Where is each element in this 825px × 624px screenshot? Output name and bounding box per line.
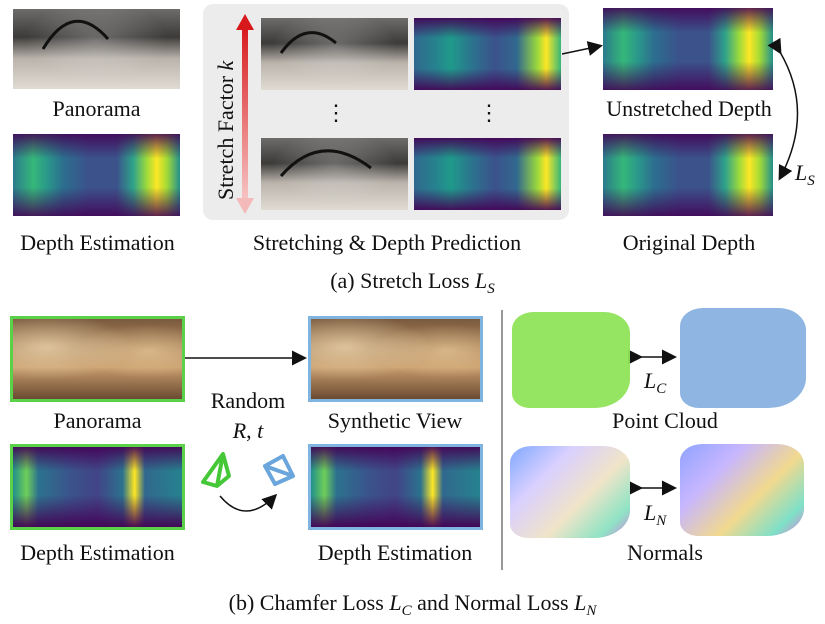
random-rt-label: R, t <box>198 418 298 444</box>
stretch-factor-label: Stretch Factor k <box>213 61 239 200</box>
vertical-dots-right: ⋮ <box>478 100 500 125</box>
caption-a: (a) Stretch Loss LS <box>0 268 825 298</box>
synthetic-view-label: Synthetic View <box>327 408 463 433</box>
blue-point-cloud <box>680 308 806 408</box>
bottom-depth-left-image <box>10 444 185 530</box>
blue-camera-icon <box>263 454 295 486</box>
caption-a-symbol: L <box>475 268 488 293</box>
stretch-loss-sub: S <box>807 173 815 189</box>
synthetic-view-image <box>308 316 483 402</box>
top-depth-estimation-image <box>13 134 180 216</box>
caption-b: (b) Chamfer Loss LC and Normal Loss LN <box>0 590 825 620</box>
bottom-panorama-label: Panorama <box>53 408 142 433</box>
caption-b-ln-sub: N <box>586 603 597 619</box>
ln-l: L <box>644 500 657 525</box>
stretching-caption: Stretching & Depth Prediction <box>252 230 522 255</box>
point-cloud-label: Point Cloud <box>612 408 718 433</box>
caption-b-text-2: and Normal Loss <box>411 590 575 615</box>
top-panorama-image <box>13 9 180 89</box>
chamfer-loss-symbol: LC <box>644 368 666 398</box>
random-label: Random <box>210 388 286 413</box>
caption-b-ln: L <box>574 590 587 615</box>
green-camera-icon <box>201 452 231 488</box>
top-depth-estimation-label: Depth Estimation <box>20 230 175 255</box>
stretch-factor-arrow <box>236 14 254 214</box>
rt-comma: , <box>246 418 258 443</box>
normals-right <box>680 444 804 536</box>
top-panorama-arc <box>41 19 110 50</box>
stretch-loss-l: L <box>795 160 808 185</box>
stretched-depth-bottom <box>414 138 561 210</box>
bottom-depth-left-label: Depth Estimation <box>20 540 175 565</box>
bottom-depth-right-image <box>308 444 483 530</box>
ln-sub: N <box>656 513 667 529</box>
bottom-panorama-image <box>10 316 185 402</box>
green-point-cloud <box>512 312 630 408</box>
camera-transform-icons <box>201 452 295 512</box>
stretched-panorama-bottom <box>261 138 408 210</box>
bottom-depth-right-label: Depth Estimation <box>317 540 473 565</box>
vertical-dots-left: ⋮ <box>325 100 347 125</box>
original-depth-image <box>603 134 773 216</box>
top-panorama-label: Panorama <box>52 96 141 121</box>
caption-b-lc: L <box>389 590 402 615</box>
normal-loss-symbol: LN <box>644 500 666 530</box>
r-symbol: R <box>232 418 247 443</box>
stretched-depth-top <box>414 18 561 90</box>
unstretched-depth-label: Unstretched Depth <box>606 96 772 121</box>
stretch-factor-text: Stretch Factor <box>213 75 238 200</box>
t-symbol: t <box>257 418 264 443</box>
original-depth-label: Original Depth <box>622 230 756 255</box>
normals-left <box>510 446 630 538</box>
caption-b-lc-sub: C <box>401 603 412 619</box>
lc-sub: C <box>656 381 667 397</box>
stretch-loss-symbol: LS <box>795 160 815 190</box>
caption-b-text-1: (b) Chamfer Loss <box>228 590 390 615</box>
stretch-factor-symbol: k <box>213 60 238 71</box>
lc-l: L <box>644 368 657 393</box>
caption-a-sub: S <box>487 281 495 297</box>
caption-a-text: (a) Stretch Loss <box>330 268 476 293</box>
unstretched-depth-image <box>603 8 773 90</box>
normals-label: Normals <box>627 540 703 565</box>
stretched-panorama-top <box>261 18 408 90</box>
